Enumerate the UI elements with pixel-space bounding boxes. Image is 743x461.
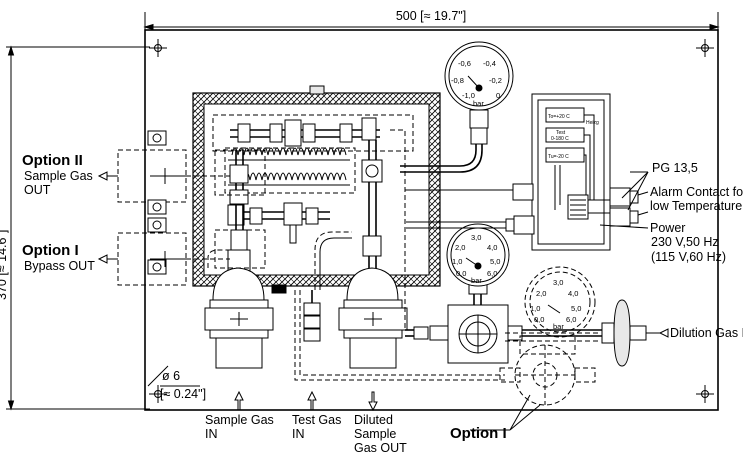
power-spec-2: (115 V,60 Hz) xyxy=(651,250,726,264)
alarm-label-2: low Temperature xyxy=(650,199,742,213)
thermostat-2-sub: 0-180 C xyxy=(551,136,569,142)
option-gauge-tick-1: 1,0 xyxy=(530,304,540,313)
middle-gauge-tick-0: 0,0 xyxy=(456,269,466,278)
top-gauge-tick-5: 0 xyxy=(496,91,500,100)
hole-inch-label: [≈ 0.24"] xyxy=(160,387,206,401)
option-gauge-tick-6: 6,0 xyxy=(566,315,576,324)
dilution-valve xyxy=(522,299,669,367)
right-valve-stack xyxy=(314,140,383,290)
middle-gauge-tick-2: 2,0 xyxy=(455,243,465,252)
hole-callout: ø 6 [≈ 0.24"] xyxy=(147,365,206,401)
middle-gauge-tick-3: 3,0 xyxy=(471,233,481,242)
heat-exchanger-coil xyxy=(224,147,356,194)
bottom-labels: Sample Gas IN Test Gas IN Diluted Sample… xyxy=(205,413,507,455)
top-gauge-tick-2: -0,6 xyxy=(458,59,471,68)
left-labels: Option II Sample Gas OUT Option I Bypass… xyxy=(22,152,95,273)
mounting-plate xyxy=(144,29,719,411)
sample-in-1: Sample Gas xyxy=(205,413,274,427)
power-label: Power xyxy=(650,221,685,235)
test-gas-2: IN xyxy=(292,427,305,441)
width-dimension-label: 500 [≈ 19.7"] xyxy=(396,9,466,23)
top-gauge: -1,0 -0,8 -0,6 -0,4 -0,2 0 bar xyxy=(400,41,514,173)
test-gas-1: Test Gas xyxy=(292,413,341,427)
option2-line2: OUT xyxy=(24,183,51,197)
dilution-gas-label: Dilution Gas IN xyxy=(670,326,743,340)
sample-filter xyxy=(204,267,274,369)
option-gauge-tick-4: 4,0 xyxy=(568,289,578,298)
top-gauge-tick-1: -0,8 xyxy=(451,76,464,85)
middle-gauge-tick-6: 6,0 xyxy=(487,269,497,278)
option-gauge-unit: bar xyxy=(553,322,564,331)
diluted-filter xyxy=(338,267,408,369)
top-gauge-tick-4: -0,2 xyxy=(489,76,502,85)
middle-gauge-tick-5: 5,0 xyxy=(490,257,500,266)
alarm-label-1: Alarm Contact for xyxy=(650,185,743,199)
diluted-3: Gas OUT xyxy=(354,441,407,455)
control-box: To=+20 C Heizg Test 0-180 C Tu=-20 C xyxy=(405,93,639,251)
option-gauge-tick-5: 5,0 xyxy=(571,304,581,313)
top-gauge-unit: bar xyxy=(473,99,484,108)
mounting-holes xyxy=(149,39,714,403)
height-dimension: 370 [≈ 14.6"] xyxy=(0,45,150,411)
dashed-pipework xyxy=(207,129,505,381)
diluted-2: Sample xyxy=(354,427,396,441)
option1-line1: Bypass OUT xyxy=(24,259,95,273)
middle-gauge-tick-1: 1,0 xyxy=(452,257,462,266)
option1-title: Option I xyxy=(22,242,79,259)
option-gauge-tick-2: 2,0 xyxy=(536,289,546,298)
thermostat-2-label: Test xyxy=(556,130,566,136)
hole-diameter-label: ø 6 xyxy=(162,369,180,383)
thermostat-1-sub: Heizg xyxy=(586,120,599,126)
right-labels: PG 13,5 Alarm Contact for low Temperatur… xyxy=(650,161,743,340)
top-fittings xyxy=(212,114,414,152)
width-dimension: 500 [≈ 19.7"] xyxy=(143,9,720,32)
sample-in-2: IN xyxy=(205,427,218,441)
top-gauge-tick-0: -1,0 xyxy=(462,91,475,100)
thermostat-3-label: Tu=-20 C xyxy=(548,154,569,160)
thermostat-1-label: To=+20 C xyxy=(548,114,570,120)
option-gauge-tick-3: 3,0 xyxy=(553,278,563,287)
pressure-regulator xyxy=(405,304,523,364)
test-gas-fitting xyxy=(303,290,321,342)
option2-port xyxy=(97,130,230,215)
option-mixer: 0,0 1,0 2,0 3,0 4,0 5,0 6,0 bar xyxy=(499,266,600,406)
middle-gauge: 0,0 1,0 2,0 3,0 4,0 5,0 6,0 bar xyxy=(446,223,510,305)
option2-title: Option II xyxy=(22,152,83,169)
leader-lines xyxy=(470,171,649,431)
power-spec-1: 230 V,50 Hz xyxy=(651,235,719,249)
diluted-1: Diluted xyxy=(354,413,393,427)
option1-bottom-label: Option I xyxy=(450,425,507,442)
top-gauge-tick-3: -0,4 xyxy=(483,59,496,68)
option1-port xyxy=(97,217,230,286)
middle-fittings xyxy=(227,202,330,244)
left-valve-stack xyxy=(214,149,266,285)
pg-label: PG 13,5 xyxy=(652,161,698,175)
height-dimension-label: 370 [≈ 14.6"] xyxy=(0,230,9,300)
middle-gauge-tick-4: 4,0 xyxy=(487,243,497,252)
option2-line1: Sample Gas xyxy=(24,169,93,183)
middle-gauge-unit: bar xyxy=(471,276,482,285)
flow-arrows xyxy=(234,390,378,412)
option-gauge-tick-0: 0,0 xyxy=(534,315,544,324)
